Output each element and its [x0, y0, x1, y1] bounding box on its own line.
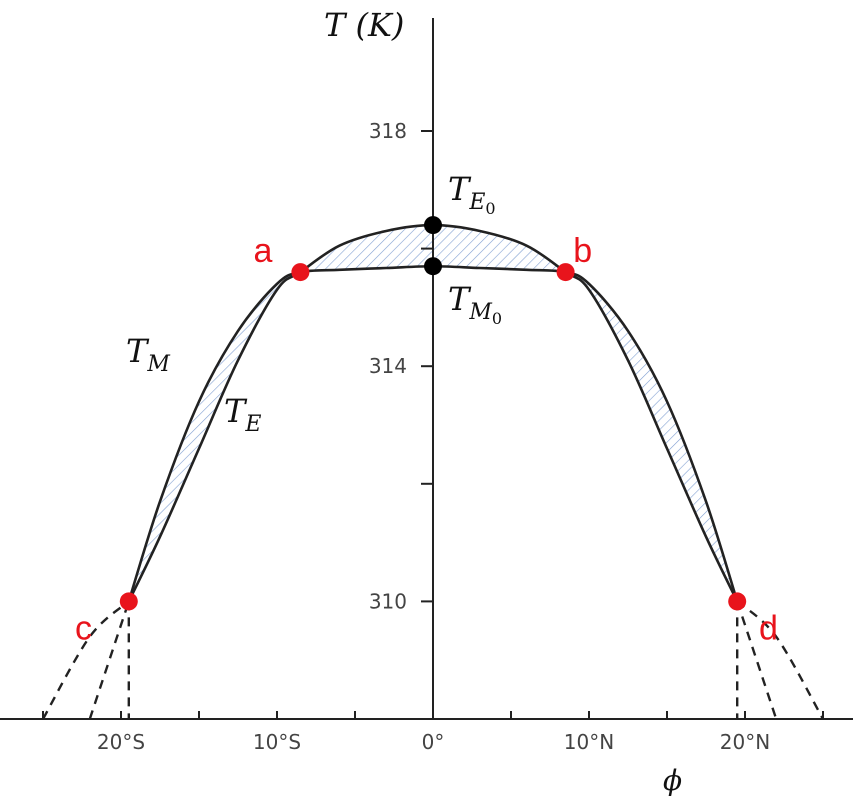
x-tick-label: 20°S — [97, 730, 145, 754]
point-label-b: b — [573, 232, 592, 270]
y-axis-label: T (K) — [324, 6, 404, 44]
points — [119, 216, 747, 611]
point-a — [291, 263, 310, 282]
point-label-a: a — [253, 232, 272, 270]
point-T_M0 — [424, 257, 442, 276]
x-tick-label: 10°N — [564, 730, 614, 754]
point-c — [119, 592, 138, 611]
extension-T_E-south — [88, 601, 130, 720]
y-tick-label: 318 — [369, 119, 407, 143]
extension-T_E-north — [736, 601, 778, 720]
y-tick-label: 314 — [369, 354, 407, 378]
label-T_E0: TE0 — [448, 170, 496, 218]
point-label-c: c — [75, 609, 92, 647]
x-tick-label: 10°S — [253, 730, 301, 754]
extension-T_M-north — [736, 600, 825, 720]
x-tick-label: 20°N — [720, 730, 770, 754]
hatched-region-1 — [128, 272, 301, 602]
dashed-extensions — [41, 600, 825, 720]
point-T_E0 — [424, 216, 442, 235]
y-tick-label: 310 — [369, 589, 407, 613]
label-T_M: TM — [126, 332, 170, 377]
label-T_E: TE — [224, 392, 261, 437]
point-b — [556, 263, 575, 282]
point-d — [728, 592, 747, 611]
label-T_M0: TM0 — [448, 280, 502, 328]
x-axis-label: ϕ — [663, 764, 682, 797]
hatched-region-3 — [565, 272, 738, 602]
axes: 318 314 310 20°S 10°S 0° 10°N 20°N — [0, 18, 853, 754]
x-tick-label: 0° — [422, 730, 445, 754]
point-label-d: d — [759, 609, 778, 647]
extension-T_M-south — [41, 600, 130, 720]
